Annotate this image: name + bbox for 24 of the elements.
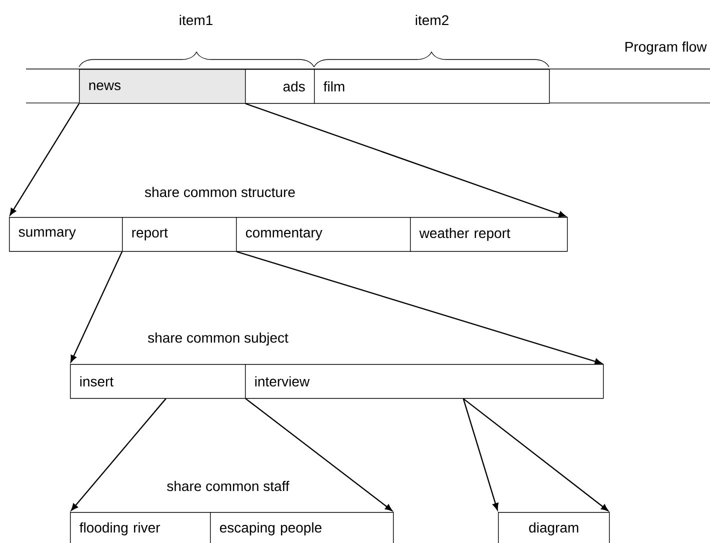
arrow <box>462 398 608 512</box>
segment-box: escaping people <box>210 512 394 543</box>
arrow <box>10 103 80 216</box>
segment-box: insert <box>70 364 246 399</box>
segment-box: news <box>79 69 246 104</box>
segment-box: diagram <box>498 512 610 543</box>
arrow <box>245 398 392 512</box>
arrow <box>70 398 166 511</box>
arrow <box>70 251 123 362</box>
segment-box: weather report <box>410 217 568 252</box>
arrow <box>462 398 498 510</box>
arrow <box>236 251 602 364</box>
segment-box: report <box>122 217 237 252</box>
group-label: share common staff <box>167 480 290 492</box>
group-label: share common subject <box>148 332 288 346</box>
segment-box: ads <box>245 69 315 104</box>
segment-box: commentary <box>236 217 411 252</box>
segment-box: summary <box>9 217 123 252</box>
arrow <box>246 103 566 218</box>
bracket-label: item1 <box>180 14 212 26</box>
flow-label: Program flow <box>625 41 707 55</box>
segment-box: flooding river <box>70 512 211 543</box>
bracket-label: item2 <box>416 14 448 26</box>
group-label: share common structure <box>144 186 295 198</box>
